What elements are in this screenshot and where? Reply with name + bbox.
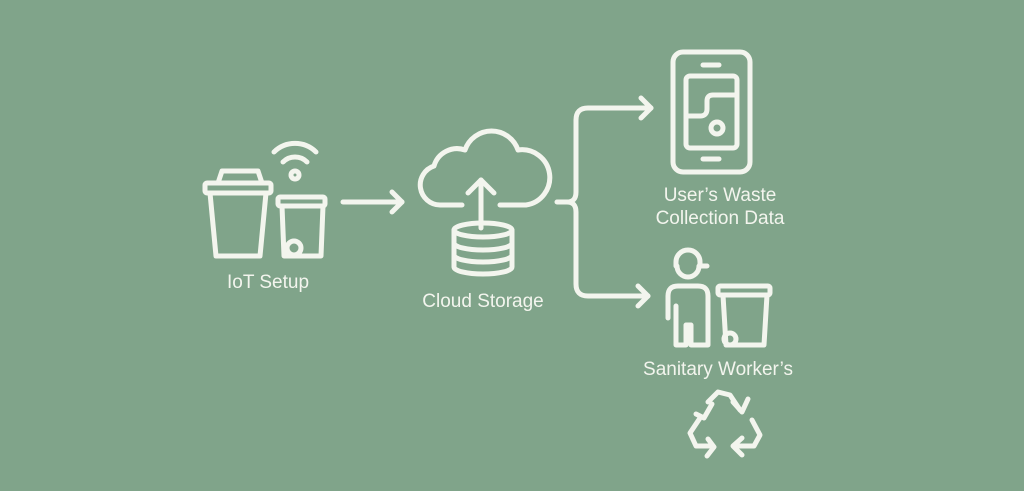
cloud-upload-icon <box>417 128 553 231</box>
iot-node: IoT Setup <box>202 140 328 293</box>
smartphone-map-icon <box>670 49 753 175</box>
arrow-iot-to-cloud <box>340 189 405 215</box>
iot-label: IoT Setup <box>227 272 309 293</box>
worker-label: Sanitary Worker’s <box>643 359 793 380</box>
recycle-icon <box>687 389 763 459</box>
user-label-line1: User’s Waste <box>664 185 777 206</box>
split-arrows <box>554 95 654 309</box>
wheelie-bin-icon <box>715 283 773 348</box>
cloud-label: Cloud Storage <box>422 291 543 312</box>
worker-node: Sanitary Worker’s <box>643 247 793 459</box>
database-icon <box>451 220 515 277</box>
worker-icon <box>665 247 711 348</box>
user-node: User’s Waste Collection Data <box>656 49 785 229</box>
wifi-icon <box>271 140 319 182</box>
trash-bin-icon <box>202 168 274 259</box>
wheelie-bin-icon <box>275 194 328 259</box>
cloud-node: Cloud Storage <box>417 128 553 312</box>
user-label-line2: Collection Data <box>656 208 785 229</box>
